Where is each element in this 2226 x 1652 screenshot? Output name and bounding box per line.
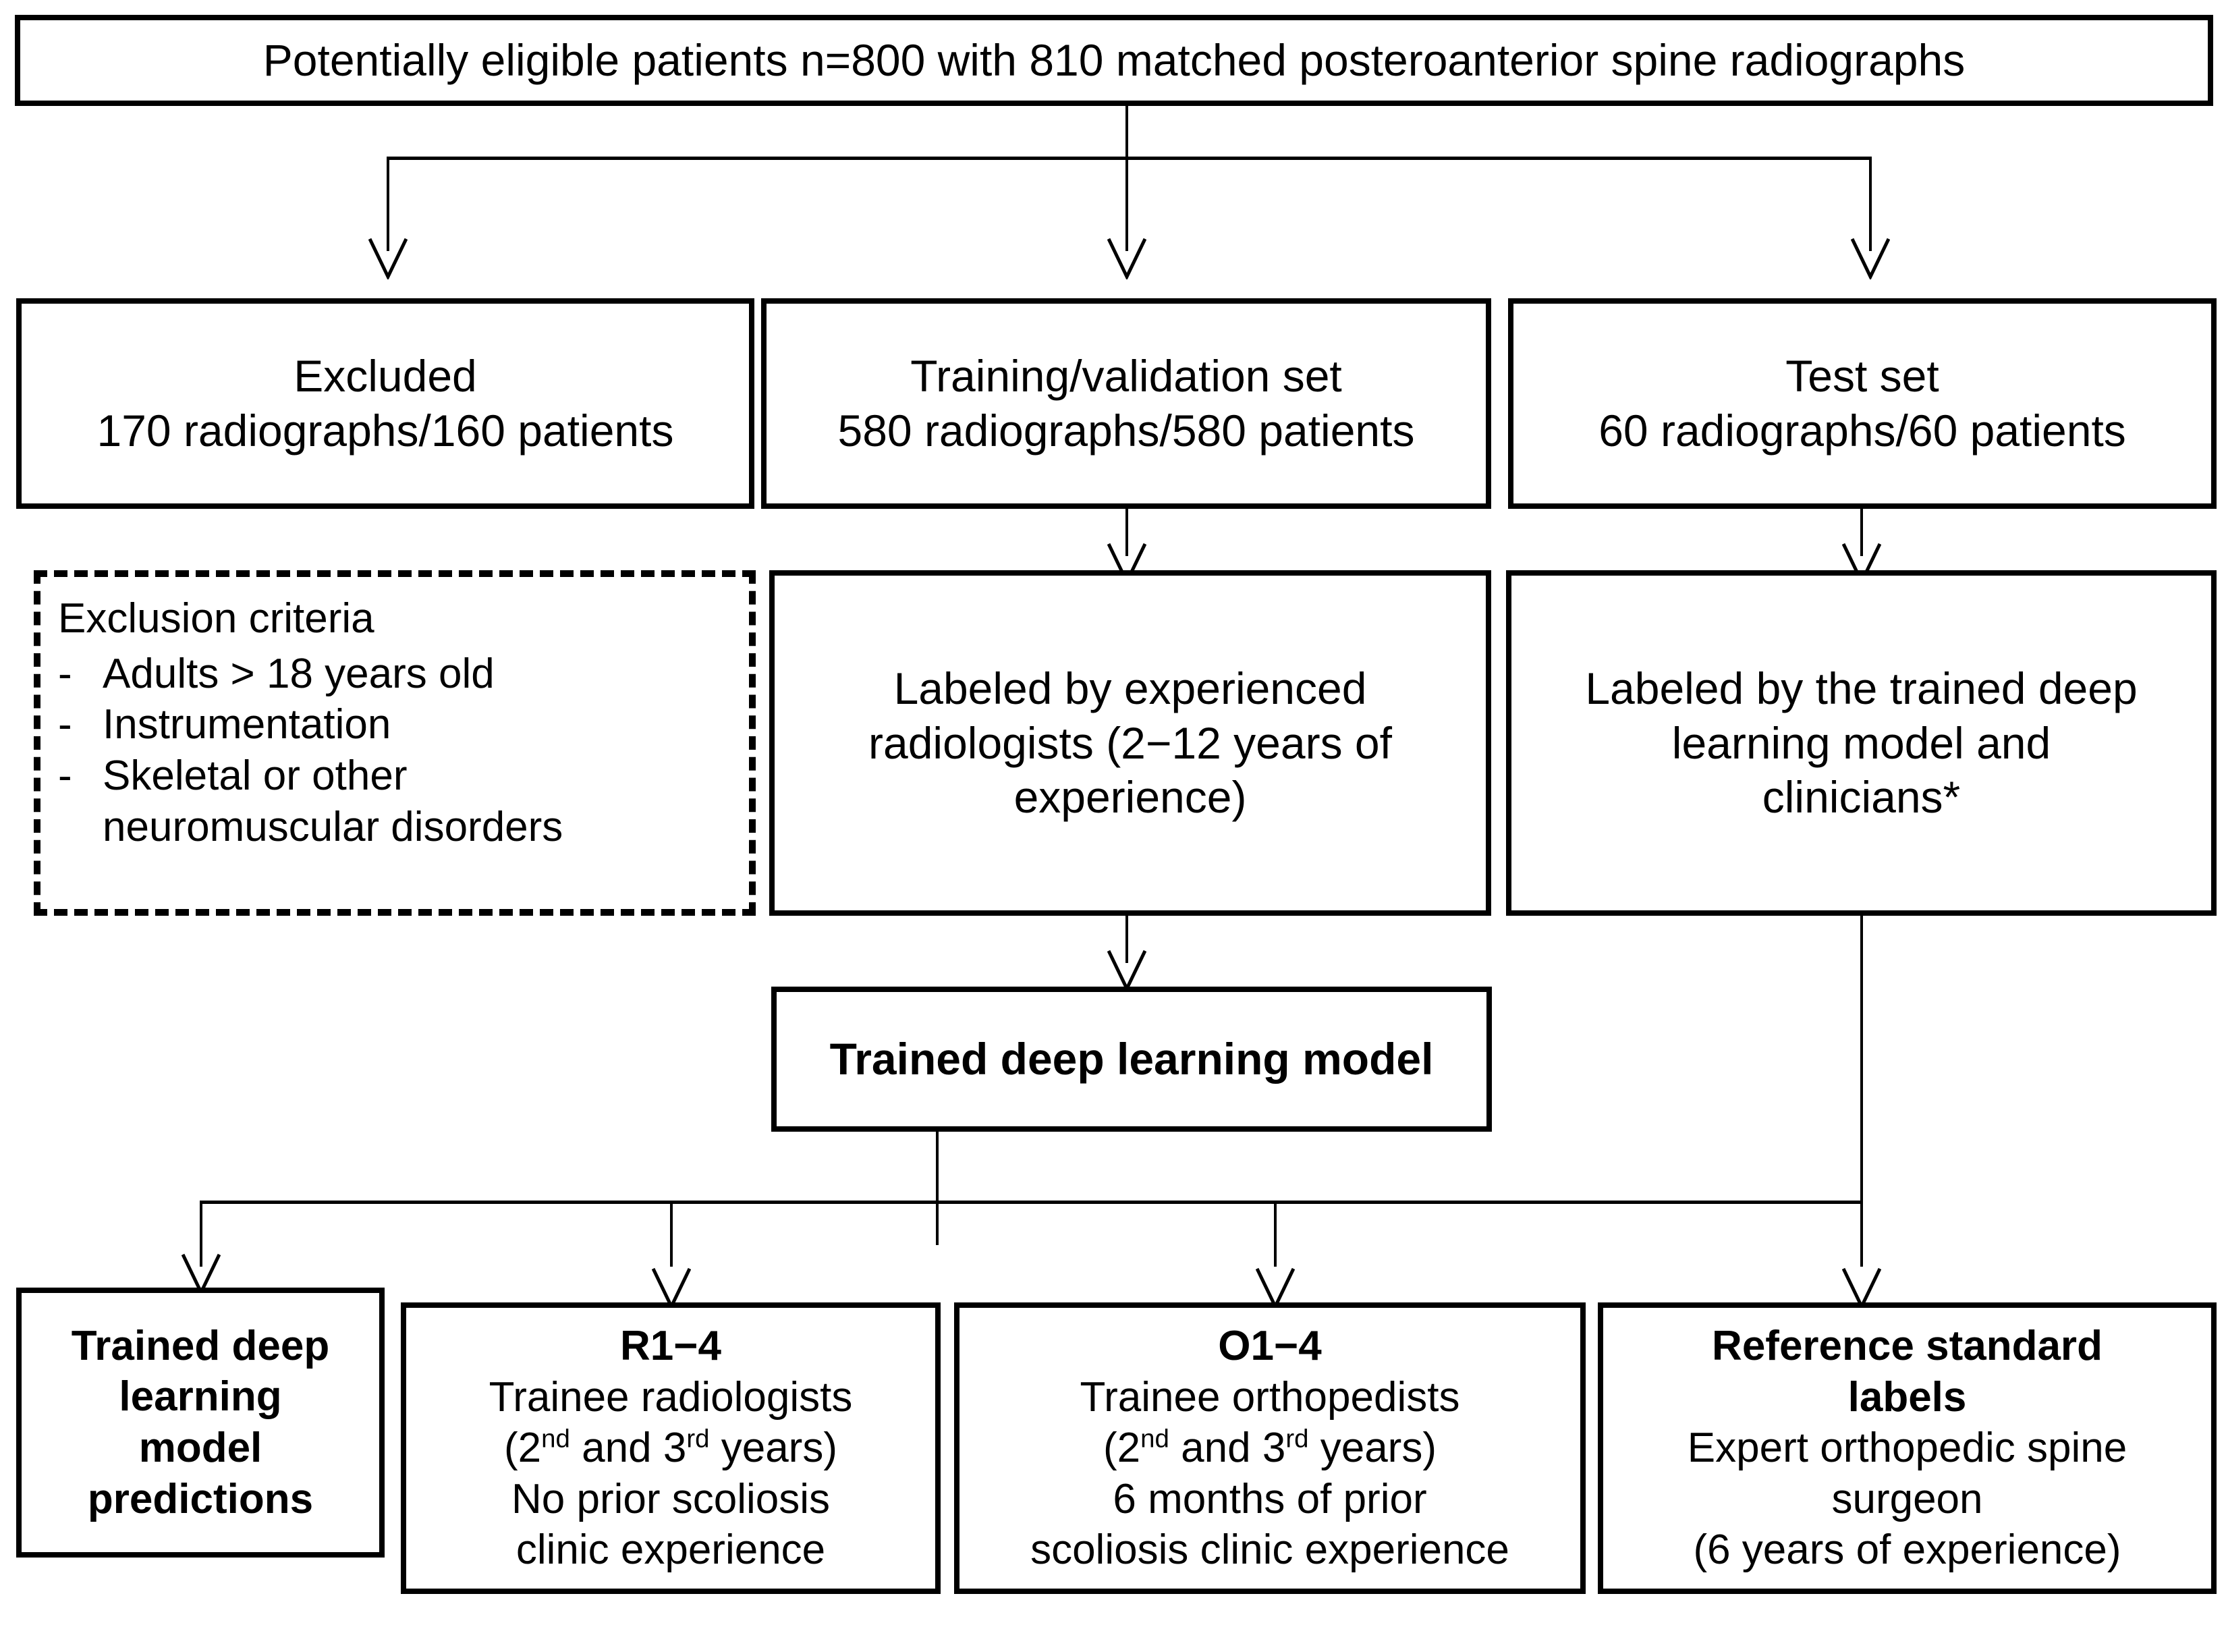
node-labeled-by-radiologists: Labeled by experienced radiologists (2−1… (769, 570, 1491, 916)
node-excluded-line1: Excluded (294, 351, 477, 402)
node-predictions-line2: learning (119, 1373, 282, 1421)
node-excluded: Excluded 170 radiographs/160 patients (16, 298, 754, 509)
connector-top-bus (387, 157, 1196, 160)
exclusion-criteria-item-2: Instrumentation (103, 701, 391, 748)
bullet-dash-icon: - (58, 650, 72, 697)
o-line2-sup2: rd (1285, 1424, 1309, 1454)
connector-top-stem (1125, 106, 1128, 159)
r-line2-pre: (2 (504, 1425, 542, 1472)
node-model-predictions: Trained deep learning model predictions (16, 1288, 385, 1558)
connector-bottom-drop-3 (1274, 1201, 1277, 1267)
connector-trained-model-stem (936, 1132, 939, 1245)
node-trained-deep-learning-model: Trained deep learning model (771, 987, 1492, 1132)
node-labeled-by-model-and-clinicians: Labeled by the trained deep learning mod… (1506, 570, 2217, 916)
node-o-group-title: O1−4 (1218, 1322, 1322, 1369)
node-r-group-title: R1−4 (620, 1322, 721, 1369)
node-training-set-line2: 580 radiographs/580 patients (837, 406, 1415, 456)
node-trainee-orthopedists: O1−4 Trainee orthopedists (2nd and 3rd y… (954, 1302, 1586, 1594)
node-reference-line1: Expert orthopedic spine (1687, 1425, 2127, 1472)
node-labeled-radiologists-line2: radiologists (2−12 years of (868, 717, 1392, 768)
exclusion-criteria-title: Exclusion criteria (58, 595, 374, 642)
node-o-group-line3: 6 months of prior (1113, 1475, 1427, 1522)
node-labeled-model-line3: clinicians* (1762, 772, 1961, 823)
node-training-validation-set: Training/validation set 580 radiographs/… (761, 298, 1491, 509)
node-labeled-radiologists-line3: experience) (1013, 772, 1247, 823)
exclusion-criteria-item-3: Skeletal or other (103, 752, 408, 799)
connector-bottom-drop-1 (200, 1201, 202, 1267)
connector-test-to-model-labeling (1860, 509, 1863, 556)
node-trained-model-text: Trained deep learning model (829, 1034, 1434, 1084)
bullet-dash-icon: - (58, 752, 72, 799)
node-o-group-line1: Trainee orthopedists (1080, 1373, 1460, 1421)
node-excluded-line2: 170 radiographs/160 patients (96, 406, 674, 456)
node-reference-line2: surgeon (1831, 1475, 1983, 1522)
node-o-group-line2: (2nd and 3rd years) (1103, 1423, 1437, 1474)
o-line2-mid: and 3 (1169, 1425, 1286, 1472)
node-reference-standard-labels: Reference standard labels Expert orthope… (1598, 1302, 2217, 1594)
exclusion-criteria-item: - Adults > 18 years old (58, 649, 731, 700)
node-eligible-patients-text: Potentially eligible patients n=800 with… (262, 35, 1966, 86)
exclusion-criteria-item: - Instrumentation (58, 699, 731, 750)
connector-bottom-bus (200, 1201, 1863, 1204)
connector-bottom-drop-2 (670, 1201, 673, 1267)
node-r-group-line1: Trainee radiologists (489, 1373, 853, 1421)
node-predictions-line3: model (138, 1425, 262, 1471)
connector-clinicians-rail (1860, 916, 1863, 1245)
connector-top-bus-right (1125, 157, 1870, 160)
connector-top-drop-mid (1125, 157, 1128, 251)
node-test-set: Test set 60 radiographs/60 patients (1508, 298, 2217, 509)
node-labeled-model-line2: learning model and (1671, 717, 2051, 768)
node-labeled-model-line1: Labeled by the trained deep (1585, 663, 2138, 714)
node-exclusion-criteria: Exclusion criteria - Adults > 18 years o… (34, 570, 756, 916)
exclusion-criteria-item-1: Adults > 18 years old (103, 650, 495, 697)
node-predictions-line4: predictions (87, 1475, 314, 1522)
o-line2-post: years) (1308, 1425, 1437, 1472)
node-r-group-line2: (2nd and 3rd years) (504, 1423, 837, 1474)
r-line2-sup2: rd (686, 1424, 710, 1454)
node-trainee-radiologists: R1−4 Trainee radiologists (2nd and 3rd y… (401, 1302, 941, 1594)
node-test-set-line1: Test set (1785, 351, 1939, 402)
node-predictions-line1: Trained deep (71, 1322, 330, 1369)
node-test-set-line2: 60 radiographs/60 patients (1598, 406, 2126, 456)
connector-radiologists-to-trained-model (1125, 916, 1128, 963)
node-r-group-line3: No prior scoliosis (511, 1475, 831, 1522)
exclusion-criteria-item-3-cont: neuromuscular disorders (103, 803, 563, 850)
node-eligible-patients: Potentially eligible patients n=800 with… (15, 15, 2213, 106)
connector-top-drop-left (387, 157, 389, 251)
node-o-group-line4: scoliosis clinic experience (1030, 1526, 1509, 1574)
connector-top-drop-right (1869, 157, 1872, 251)
r-line2-post: years) (709, 1425, 837, 1472)
connector-training-to-radiologists (1125, 509, 1128, 556)
node-reference-line3: (6 years of experience) (1693, 1526, 2121, 1574)
node-reference-title2: labels (1847, 1373, 1967, 1421)
node-training-set-line1: Training/validation set (910, 351, 1342, 402)
r-line2-sup1: nd (541, 1424, 570, 1454)
r-line2-mid: and 3 (569, 1425, 687, 1472)
node-labeled-radiologists-line1: Labeled by experienced (893, 663, 1367, 714)
connector-bottom-drop-4 (1860, 1201, 1863, 1267)
o-line2-pre: (2 (1103, 1425, 1141, 1472)
exclusion-criteria-item: - Skeletal or other neuromuscular disord… (58, 750, 731, 852)
node-r-group-line4: clinic experience (516, 1526, 826, 1574)
bullet-dash-icon: - (58, 701, 72, 748)
node-reference-title1: Reference standard (1712, 1322, 2103, 1369)
o-line2-sup1: nd (1140, 1424, 1169, 1454)
